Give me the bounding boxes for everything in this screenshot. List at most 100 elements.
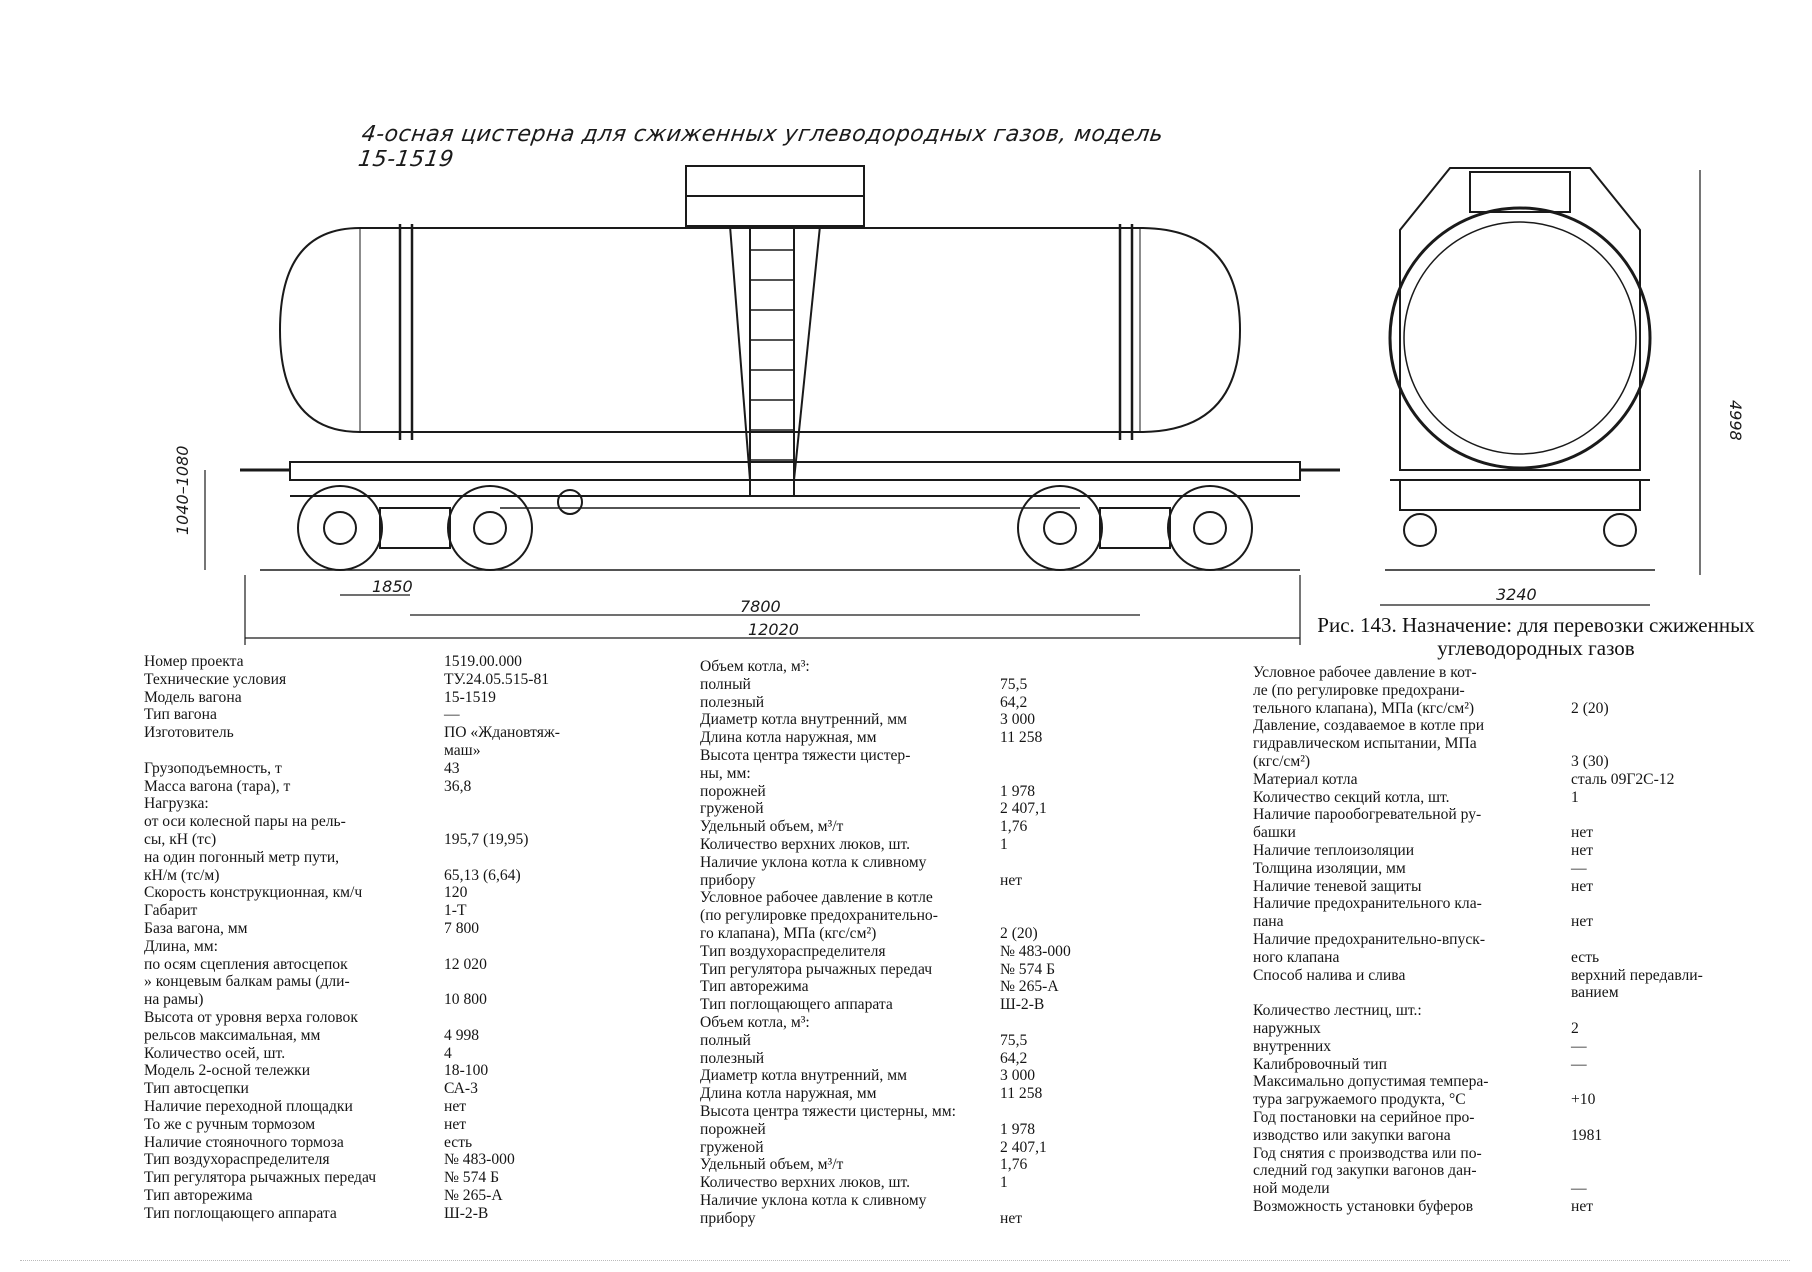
- spec-value: нет: [1571, 877, 1594, 895]
- spec-label: Условное рабочее давление в котле (по ре…: [700, 889, 938, 942]
- spec-label: Способ налива и слива: [1253, 966, 1406, 984]
- spec-value: 1: [1000, 835, 1008, 853]
- dim-total-height: 4998: [1726, 400, 1745, 441]
- spec-label: Удельный объем, м³/т: [700, 818, 844, 836]
- spec-label: груженой: [700, 1138, 764, 1156]
- dim-coupler-height: 1040–1080: [173, 446, 192, 535]
- spec-row: Объем котла, м³:: [700, 658, 1170, 676]
- spec-value: 1519.00.000: [444, 653, 522, 670]
- spec-value: нет: [1000, 1209, 1023, 1227]
- spec-value: № 265-А: [444, 1186, 503, 1204]
- spec-label: Наличие предохранительно-впуск- ного кла…: [1253, 930, 1486, 966]
- spec-label: Высота от уровня верха головок рельсов м…: [144, 1008, 358, 1044]
- spec-row: порожней 1 978: [700, 783, 1170, 801]
- spec-label: Тип регулятора рычажных передач: [700, 960, 933, 978]
- spec-label: Тип авторежима: [700, 978, 809, 996]
- spec-value: 2 (20): [1000, 924, 1038, 942]
- spec-label: полезный: [700, 693, 765, 711]
- spec-row: Количество верхних люков, шт.1: [700, 1174, 1170, 1192]
- spec-label: полный: [700, 675, 751, 693]
- spec-value: 1981: [1571, 1126, 1603, 1144]
- spec-label: порожней: [700, 1120, 766, 1138]
- spec-value: 1 978: [1000, 782, 1036, 800]
- spec-label: Тип авторежима: [144, 1186, 253, 1204]
- spec-value: 36,8: [444, 777, 472, 795]
- spec-label: Диаметр котла внутренний, мм: [700, 711, 907, 729]
- spec-row: Тип вагона—: [144, 706, 614, 724]
- spec-value: нет: [1571, 1197, 1594, 1215]
- spec-label: Год снятия с производства или по- следни…: [1253, 1144, 1482, 1198]
- spec-value: 2 (20): [1571, 699, 1609, 717]
- spec-value: +10: [1571, 1091, 1596, 1109]
- spec-value: 3 000: [1000, 711, 1036, 729]
- spec-label: Технические условия: [144, 670, 287, 688]
- spec-row: внутренних—: [1253, 1038, 1753, 1056]
- spec-value: 43: [444, 759, 460, 777]
- spec-row: Диаметр котла внутренний, мм 3 000: [700, 711, 1170, 729]
- spec-value: нет: [1571, 841, 1594, 859]
- underframe: [240, 461, 1340, 515]
- spec-label: Наличие стояночного тормоза: [144, 1133, 344, 1151]
- dim-width: 3240: [1496, 585, 1537, 604]
- spec-label: Длина, мм:: [144, 937, 218, 955]
- spec-value: 1 978: [1000, 1120, 1036, 1138]
- spec-row: порожней 1 978: [700, 1121, 1170, 1139]
- spec-value: нет: [444, 1097, 467, 1115]
- spec-row: Условное рабочее давление в кот- ле (по …: [1253, 664, 1753, 717]
- spec-label: Модель 2-осной тележки: [144, 1062, 311, 1080]
- spec-value: № 483-000: [1000, 942, 1071, 960]
- spec-label: Количество верхних люков, шт.: [700, 1174, 911, 1192]
- figure-caption: Рис. 143. Назначение: для перевозки сжиж…: [1317, 613, 1755, 660]
- dim-bogie-base: 1850: [372, 577, 413, 596]
- spec-label: Год постановки на серийное про- изводств…: [1253, 1108, 1475, 1144]
- spec-row: по осям сцепления автосцепок 12 020: [144, 956, 614, 974]
- spec-label: Модель вагона: [144, 688, 242, 706]
- spec-column-3: Условное рабочее давление в кот- ле (по …: [1253, 664, 1753, 1216]
- spec-label: Объем котла, м³:: [700, 658, 810, 675]
- spec-value: сталь 09Г2С-12: [1571, 770, 1675, 788]
- spec-label: порожней: [700, 782, 766, 800]
- spec-label: Масса вагона (тара), т: [144, 777, 291, 795]
- spec-label: по осям сцепления автосцепок: [144, 955, 348, 973]
- dim-length: 12020: [748, 620, 799, 639]
- spec-label: База вагона, мм: [144, 919, 248, 937]
- spec-value: —: [1571, 859, 1587, 877]
- spec-label: Количество секций котла, шт.: [1253, 788, 1450, 806]
- spec-value: 3 000: [1000, 1067, 1036, 1085]
- spec-value: есть: [444, 1133, 473, 1151]
- spec-value: —: [1571, 1037, 1587, 1055]
- spec-row: Количество лестниц, шт.:: [1253, 1002, 1753, 1020]
- spec-label: Наличие предохранительного кла- пана: [1253, 895, 1482, 931]
- spec-value: 15-1519: [444, 688, 496, 706]
- spec-value: верхний передавли- ванием: [1571, 966, 1703, 1002]
- spec-label: Тип регулятора рычажных передач: [144, 1169, 377, 1187]
- spec-value: —: [1571, 1180, 1587, 1198]
- spec-value: 120: [444, 884, 468, 902]
- spec-row: на один погонный метр пути, кН/м (тс/м)6…: [144, 849, 614, 885]
- spec-label: Высота центра тяжести цистерны, мм:: [700, 1102, 956, 1120]
- spec-value: № 574 Б: [1000, 960, 1056, 978]
- page-edge-scan: [20, 1260, 1790, 1263]
- spec-value: 12 020: [444, 955, 487, 973]
- spec-value: нет: [1571, 824, 1594, 842]
- spec-value: 10 800: [444, 991, 487, 1009]
- spec-label: на один погонный метр пути, кН/м (тс/м): [144, 848, 340, 884]
- spec-label: Наличие уклона котла к сливному прибору: [700, 853, 927, 889]
- spec-row: Давление, создаваемое в котле при гидрав…: [1253, 717, 1753, 770]
- spec-row: Объем котла, м³:: [700, 1014, 1170, 1032]
